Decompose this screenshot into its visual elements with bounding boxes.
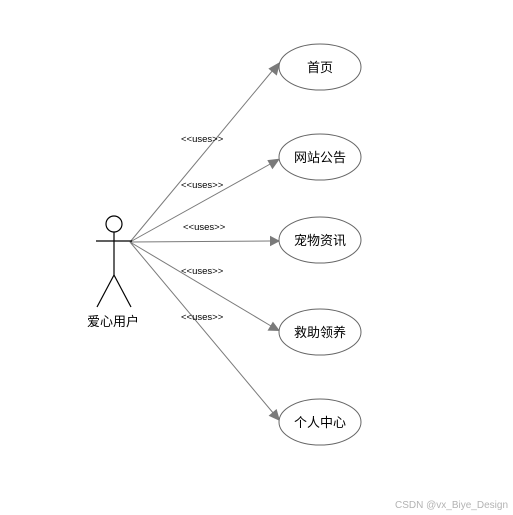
actor[interactable]: 爱心用户	[87, 215, 139, 330]
relation-line-user-center	[129, 241, 275, 415]
use-case-pet-news[interactable]: 宠物资讯	[278, 216, 362, 264]
watermark: CSDN @vx_Biye_Design	[395, 500, 508, 511]
use-case-user-center[interactable]: 个人中心	[278, 398, 362, 446]
relation-arrow-rescue-adopt	[267, 321, 280, 331]
use-case-label: 个人中心	[294, 416, 346, 431]
use-case-home[interactable]: 首页	[278, 43, 362, 91]
actor-right-leg	[113, 274, 132, 308]
relations	[129, 62, 280, 421]
use-case-ellipse	[278, 133, 362, 181]
relation-label-notice: <<uses>>	[181, 180, 224, 191]
actor-name: 爱心用户	[87, 314, 139, 330]
relation-arrow-user-center	[268, 409, 280, 421]
actor-head	[105, 215, 123, 233]
use-case-ellipse	[278, 43, 362, 91]
relation-line-home	[129, 69, 274, 243]
relation-label-pet-news: <<uses>>	[183, 222, 226, 233]
relation-line-pet-news	[129, 240, 271, 243]
relation-labels: <<uses>> <<uses>> <<uses>> <<uses>> <<us…	[181, 134, 226, 323]
use-case-label: 首页	[307, 61, 333, 76]
relation-label-rescue-adopt: <<uses>>	[181, 266, 224, 277]
relation-label-user-center: <<uses>>	[181, 312, 224, 323]
stick-figure-actor-icon	[96, 215, 132, 308]
use-case-label: 救助领养	[294, 325, 346, 341]
relation-line-notice	[129, 162, 273, 243]
relation-line-rescue-adopt	[129, 241, 272, 327]
relation-arrow-notice	[267, 158, 280, 170]
relation-arrow-pet-news	[270, 235, 280, 247]
relation-arrow-home	[268, 62, 280, 76]
use-case-label: 网站公告	[294, 151, 346, 166]
use-case-ellipse	[278, 308, 362, 356]
use-case-notice[interactable]: 网站公告	[278, 133, 362, 181]
use-case-ellipse	[278, 216, 362, 264]
use-case-label: 宠物资讯	[294, 233, 346, 249]
use-case-rescue-adopt[interactable]: 救助领养	[278, 308, 362, 356]
relation-label-home: <<uses>>	[181, 134, 224, 145]
actor-left-leg	[96, 274, 115, 308]
use-case-ellipse	[278, 398, 362, 446]
